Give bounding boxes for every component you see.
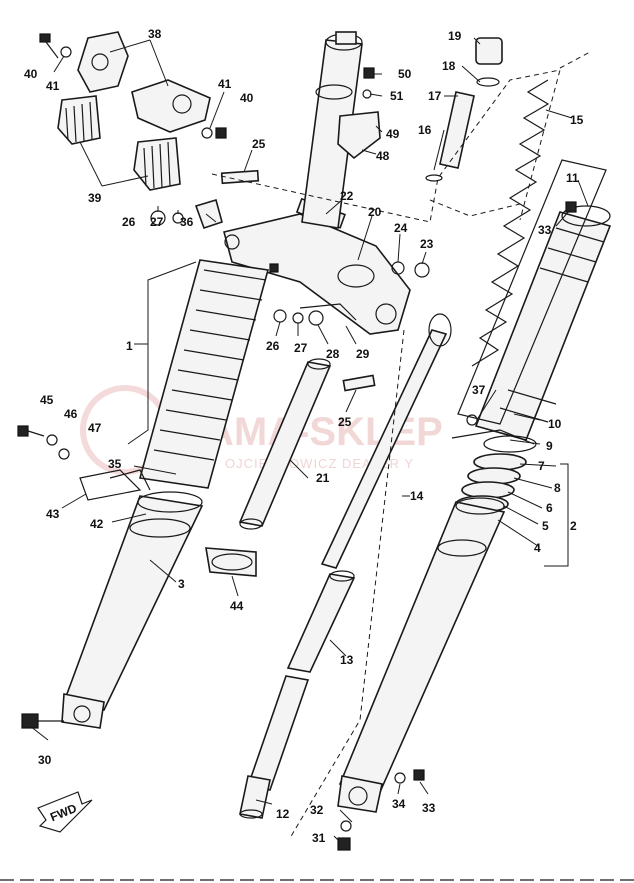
label-7: 7	[538, 459, 545, 473]
label-26-lower: 26	[266, 339, 280, 353]
inner-tube-21	[238, 358, 332, 530]
label-41-left: 41	[46, 79, 60, 93]
label-6: 6	[546, 501, 553, 515]
bolt-45-46-47	[17, 425, 70, 460]
bolt-25-lower	[342, 374, 376, 392]
label-49: 49	[386, 127, 400, 141]
label-34: 34	[392, 797, 406, 811]
label-5: 5	[542, 519, 549, 533]
label-15: 15	[570, 113, 584, 127]
bolt-50-51	[362, 67, 375, 99]
damper-rod-14	[320, 313, 452, 569]
label-18: 18	[442, 59, 456, 73]
label-39: 39	[88, 191, 102, 205]
clamp-44	[205, 547, 257, 577]
label-19: 19	[448, 29, 462, 43]
label-47: 47	[88, 421, 102, 435]
label-30: 30	[38, 753, 52, 767]
bolt-40-left	[39, 33, 72, 59]
label-20: 20	[368, 205, 382, 219]
label-38: 38	[148, 27, 162, 41]
slider-12	[239, 675, 310, 819]
fork-outer-tube-left	[61, 491, 204, 729]
label-25-lower: 25	[338, 415, 352, 429]
cap-bolt-19	[475, 37, 503, 87]
leader-lines	[29, 37, 589, 843]
label-25-upper: 25	[252, 137, 266, 151]
label-2: 2	[570, 519, 577, 533]
bolt-25-upper	[220, 169, 260, 185]
label-3: 3	[178, 577, 185, 591]
label-29: 29	[356, 347, 370, 361]
label-46: 46	[64, 407, 78, 421]
label-24: 24	[394, 221, 408, 235]
label-35: 35	[108, 457, 122, 471]
label-50: 50	[398, 67, 412, 81]
label-11: 11	[566, 171, 579, 185]
fork-bellows-left	[138, 259, 270, 489]
label-41-right: 41	[218, 77, 232, 91]
label-9: 9	[546, 439, 553, 453]
slider-13	[286, 570, 356, 673]
label-22: 22	[340, 189, 354, 203]
axle-bolt-30	[21, 713, 64, 729]
label-14: 14	[410, 489, 424, 503]
dashed-outlines	[211, 51, 591, 839]
label-40-left: 40	[24, 67, 38, 81]
label-36: 36	[180, 215, 194, 229]
bolt-40-right	[201, 127, 227, 139]
label-21: 21	[316, 471, 330, 485]
outer-tube-right-upper	[457, 159, 607, 425]
label-12: 12	[276, 807, 290, 821]
label-44: 44	[230, 599, 244, 613]
handlebar-holder-upper	[77, 31, 211, 133]
fork-spring-15	[471, 79, 550, 367]
label-8: 8	[554, 481, 561, 495]
label-27-lower: 27	[294, 341, 308, 355]
label-45: 45	[40, 393, 54, 407]
label-48: 48	[376, 149, 390, 163]
drain-screws	[337, 201, 577, 851]
label-1: 1	[126, 339, 133, 353]
label-32: 32	[310, 803, 324, 817]
label-31: 31	[312, 831, 326, 845]
label-37: 37	[472, 383, 486, 397]
label-33-lower: 33	[422, 801, 436, 815]
label-42: 42	[90, 517, 104, 531]
label-43: 43	[46, 507, 60, 521]
part-labels: 38 40 41 39 41 40 25 26 27 36 22 20 24 2…	[24, 27, 584, 845]
label-17: 17	[428, 89, 442, 103]
label-26-upper: 26	[122, 215, 136, 229]
label-4: 4	[534, 541, 541, 555]
label-10: 10	[548, 417, 562, 431]
fork-boot-right	[474, 205, 612, 441]
holder-48-49	[337, 111, 381, 160]
label-28: 28	[326, 347, 340, 361]
fork-top-tube	[301, 31, 363, 229]
fwd-direction-badge: FWD	[37, 791, 93, 833]
fork-outer-tube-right	[337, 497, 506, 813]
spacer-16-17	[425, 91, 475, 182]
label-40-right: 40	[240, 91, 254, 105]
label-13: 13	[340, 653, 354, 667]
clamp-43	[79, 469, 151, 501]
label-27-upper: 27	[150, 215, 164, 229]
label-33-upper: 33	[538, 223, 552, 237]
fwd-badge-text: FWD	[48, 801, 79, 824]
label-16: 16	[418, 123, 432, 137]
label-23: 23	[420, 237, 434, 251]
label-51: 51	[390, 89, 404, 103]
